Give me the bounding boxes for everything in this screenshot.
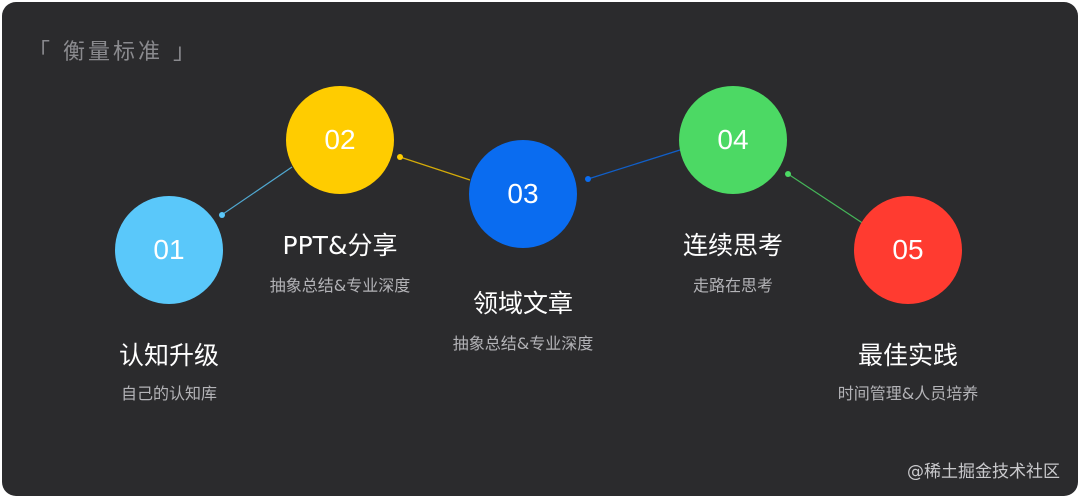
step-02-number: 02	[324, 124, 356, 155]
watermark-text: @稀土掘金技术社区	[907, 462, 1060, 482]
step-04-title: 连续思考	[682, 231, 783, 260]
step-01-circle: 01	[115, 196, 223, 304]
step-01-number: 01	[153, 234, 185, 265]
connector-01-02	[219, 166, 293, 217]
step-01-subtitle: 自己的认知库	[120, 384, 217, 403]
connector-dot-01	[219, 212, 225, 218]
step-05-subtitle: 时间管理&人员培养	[837, 384, 979, 403]
connector-03-04	[587, 149, 681, 180]
step-02-circle: 02	[286, 86, 394, 194]
step-04-subtitle: 走路在思考	[692, 276, 773, 295]
step-03-title: 领域文章	[472, 289, 573, 318]
connector-dot-04	[785, 171, 791, 177]
step-01-title: 认知升级	[118, 341, 219, 370]
step-02-title: PPT&分享	[282, 231, 398, 260]
section-title: 「 衡量标准 」	[28, 40, 198, 65]
step-03-number: 03	[507, 178, 539, 209]
step-04-number: 04	[717, 124, 749, 155]
step-02-subtitle: 抽象总结&专业深度	[269, 276, 411, 295]
connector-dot-03	[585, 176, 591, 182]
step-03-subtitle: 抽象总结&专业深度	[452, 334, 594, 353]
step-05-circle: 05	[854, 196, 962, 304]
connector-dot-02	[397, 154, 403, 160]
connector-02-03	[399, 156, 471, 181]
connector-04-05	[787, 173, 865, 225]
step-05-number: 05	[892, 234, 924, 265]
step-04-circle: 04	[679, 86, 787, 194]
step-03-circle: 03	[469, 140, 577, 248]
step-05-title: 最佳实践	[857, 341, 958, 370]
